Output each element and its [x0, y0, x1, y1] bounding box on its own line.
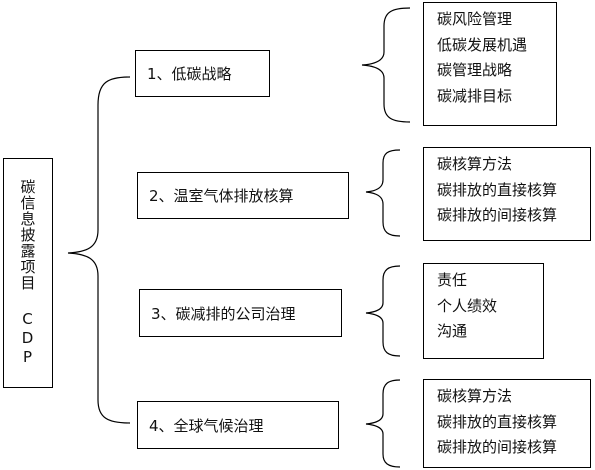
- leaf-item: 碳管理战略: [437, 61, 513, 79]
- brace-2: [365, 149, 401, 237]
- leaf-group-2: 碳核算方法 碳排放的直接核算 碳排放的间接核算: [423, 147, 591, 241]
- brace-3: [365, 265, 401, 357]
- leaf-group-3: 责任 个人绩效 沟通: [423, 263, 544, 359]
- leaf-item: 碳排放的直接核算: [437, 180, 558, 199]
- category-3: 3、碳减排的公司治理: [139, 289, 342, 337]
- category-1: 1、低碳战略: [135, 50, 270, 97]
- leaf-item: 碳减排目标: [437, 86, 513, 105]
- category-2: 2、温室气体排放核算: [137, 172, 349, 219]
- leaf-item: 责任: [437, 271, 468, 289]
- category-4: 4、全球气候治理: [137, 401, 339, 449]
- leaf-group-4: 碳核算方法 碳排放的直接核算 碳排放的间接核算: [423, 379, 591, 468]
- leaf-item: 碳排放的间接核算: [437, 438, 558, 456]
- leaf-item: 沟通: [437, 322, 468, 340]
- brace-1: [361, 7, 411, 123]
- leaf-group-1: 碳风险管理 低碳发展机遇 碳管理战略 碳减排目标: [423, 2, 557, 126]
- leaf-item: 碳排放的直接核算: [437, 412, 558, 431]
- brace-4: [365, 379, 401, 468]
- main-brace: [67, 76, 131, 424]
- leaf-item: 碳核算方法: [437, 155, 513, 173]
- leaf-item: 碳核算方法: [437, 387, 513, 405]
- root-label: 碳信息披露项目 CDP: [18, 179, 37, 367]
- leaf-item: 碳风险管理: [437, 10, 513, 28]
- leaf-item: 个人绩效: [437, 296, 498, 315]
- root-node: 碳信息披露项目 CDP: [3, 158, 53, 388]
- leaf-item: 低碳发展机遇: [437, 35, 528, 54]
- leaf-item: 碳排放的间接核算: [437, 206, 558, 224]
